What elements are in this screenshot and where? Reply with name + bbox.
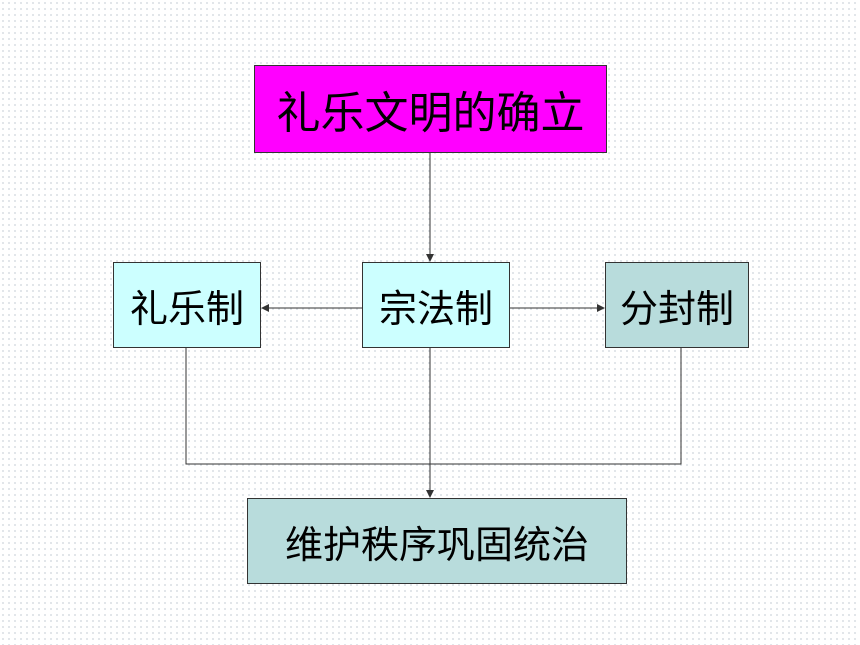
box-fenfeng-label: 分封制 bbox=[619, 286, 734, 331]
box-bottom-label: 维护秩序巩固统治 bbox=[284, 522, 589, 567]
connector-left-right-join bbox=[185, 348, 682, 465]
box-liyue-zhi: 礼乐制 bbox=[113, 262, 261, 348]
box-top-label: 礼乐文明的确立 bbox=[276, 88, 585, 139]
box-zongfa-zhi: 宗法制 bbox=[362, 262, 510, 348]
box-liyue-label: 礼乐制 bbox=[129, 286, 244, 331]
box-bottom-weihu-zhixu: 维护秩序巩固统治 bbox=[247, 498, 627, 584]
box-fenfeng-zhi: 分封制 bbox=[605, 262, 749, 348]
box-top-liyue-wenming: 礼乐文明的确立 bbox=[254, 65, 607, 153]
box-zongfa-label: 宗法制 bbox=[378, 286, 493, 331]
